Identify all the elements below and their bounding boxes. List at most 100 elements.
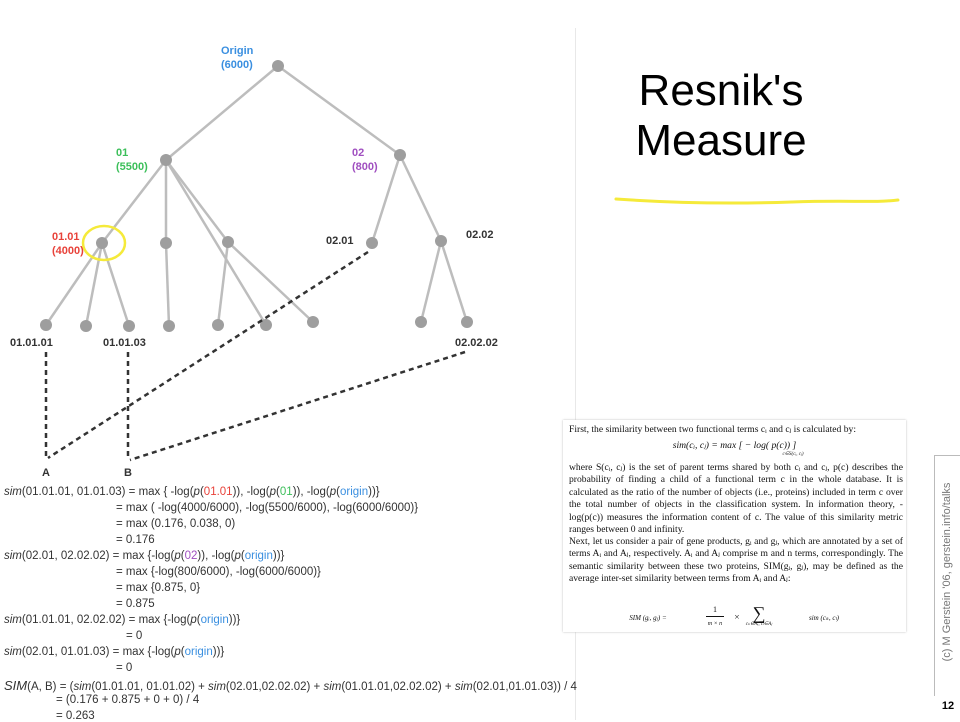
node-0202 [435,235,447,247]
yellow-underline [614,197,900,205]
dash-0201-a [47,250,369,460]
calc-p-fn: p [190,614,197,626]
similarity-dashed-lines [44,250,466,462]
dash-020202-b [129,350,466,462]
calc-text: ( [336,486,340,498]
calc-line-1: sim(01.01.01, 01.01.03) = max { -log(p(0… [4,486,380,498]
calc-text: )), -log( [232,486,270,498]
edge-origin-02 [277,64,401,157]
paper-formula-SIM-denominator: m × n [707,621,723,627]
calc-sim-fn: sim [208,681,226,693]
calc-text: )), -log( [197,550,235,562]
label-020202: 02.02.02 [455,337,498,349]
node-leaf-6 [260,319,272,331]
calc-text: ( [196,614,201,626]
paper-excerpt: First, the similarity between two functi… [563,420,906,632]
label-0201: 02.01 [326,235,354,247]
calc-line-6: = max {-log(800/6000), -log(6000/6000)} [116,566,321,578]
label-010103: 01.01.03 [103,337,146,349]
paper-formula-SIM-lhs: SIM (gᵢ, gⱼ) = [629,614,667,622]
label-0101-count: (4000) [52,245,84,257]
calc-text: (01.01.01, 02.02.02) = max {-log( [21,614,191,626]
label-origin-count: (6000) [221,59,253,71]
calc-text: )), -log( [292,486,330,498]
label-01-name: 01 [116,147,128,159]
node-010103 [123,320,135,332]
tree-nodes [40,60,473,332]
label-origin-name: Origin [221,45,254,57]
node-leaf-7 [307,316,319,328]
calc-sim-fn: sim [4,486,22,498]
calc-sim-fn: sim [73,681,92,693]
paper-paragraph-1: First, the similarity between two functi… [569,424,856,435]
edge-0101-leaf2 [84,242,104,327]
edge-child3-leaf2 [227,241,314,323]
title-line-2: Measure [635,116,807,165]
label-02-name: 02 [352,147,364,159]
calc-line-5: sim(02.01, 02.02.02) = max {-log(p(02)),… [4,550,284,562]
calc-text: (02.01, 02.02.02) = max {-log( [21,550,175,562]
paper-formula-fraction-bar [706,616,724,617]
calc-SIM-fn: SIM [4,678,28,693]
calc-term-02: 02 [184,550,198,562]
side-credit-text: (c) M Gerstein '06, gerstein.info/talks [941,482,953,662]
calc-text: ))} [228,614,241,626]
edge-02-0201 [370,154,402,244]
calc-sim-fn: sim [4,614,22,626]
calc-term-origin: origin [184,646,213,658]
node-020202 [461,316,473,328]
node-01-child2 [160,237,172,249]
edge-01-leaf [164,159,268,326]
node-0101 [96,237,108,249]
calc-p-fn: p [174,550,181,562]
calc-sim-fn: sim [454,681,473,693]
label-point-a: A [42,467,50,479]
calc-term-01: 01 [279,486,293,498]
calc-line-9: sim(01.01.01, 02.02.02) = max {-log(p(or… [4,614,240,626]
column-divider [575,28,576,720]
node-leaf-8 [415,316,427,328]
node-01-child3 [222,236,234,248]
paper-formula-SIM-numerator: 1 [713,605,717,614]
edge-0101-010103 [100,242,131,327]
go-tree-diagram: Origin (6000) 01 (5500) 02 (800) 01.01 (… [10,45,498,479]
calc-p-fn: p [193,486,200,498]
paper-formula-SIM-rhs: sim (cₖ, cₗ) [809,614,839,622]
calc-text: ))} [212,646,225,658]
calc-term-0101: 01.01 [203,486,233,498]
edge-02-0202 [398,154,443,242]
side-credit-box [934,455,960,696]
calc-text: (01.01.01, 01.01.03) = max { -log( [21,486,194,498]
calc-p-fn: p [269,486,277,498]
calc-text: ( [180,646,185,658]
calc-line-12: = 0 [116,662,133,674]
calc-text: (02.01, 01.01.03) = max {-log( [21,646,175,658]
edge-0202-leaf1 [419,240,443,323]
calc-text: ( [180,550,185,562]
calc-p-fn: p [234,550,241,562]
paper-formula-sim-subscript: c∈S(cᵢ, cⱼ) [782,452,804,457]
calc-line-2: = max ( -log(4000/6000), -log(5500/6000)… [116,502,419,514]
calc-sim-fn: sim [4,550,22,562]
edge-child2-leaf [164,242,171,327]
paper-paragraph-3: Next, let us consider a pair of gene pro… [569,536,903,585]
calc-p-fn: p [329,486,337,498]
calc-term-origin: origin [244,550,273,562]
label-01-count: (5500) [116,161,148,173]
paper-formula-sum: ∑ [752,603,766,623]
paper-formula-sum-subscript: cₖ∈Aᵢ, cₗ∈Aⱼ [745,622,773,627]
paper-paragraph-2: where S(cᵢ, cⱼ) is the set of parent ter… [569,462,903,536]
calc-line-15: = 0.263 [56,710,95,722]
tree-edges [44,64,469,327]
highlight-circle [81,224,127,262]
edge-0202-020202 [439,240,469,323]
calc-text: (01.01.01,02.02.02) + [341,681,455,693]
calc-term-origin: origin [200,614,229,626]
slide-title: Resnik's Measure [596,66,846,166]
calc-term-origin: origin [340,486,369,498]
edge-01-child3 [165,159,229,243]
label-0101-name: 01.01 [52,231,80,243]
calc-line-10: = 0 [126,630,143,642]
calc-text: (02.01,01.01.03)) / 4 [472,681,577,693]
node-origin [272,60,284,72]
